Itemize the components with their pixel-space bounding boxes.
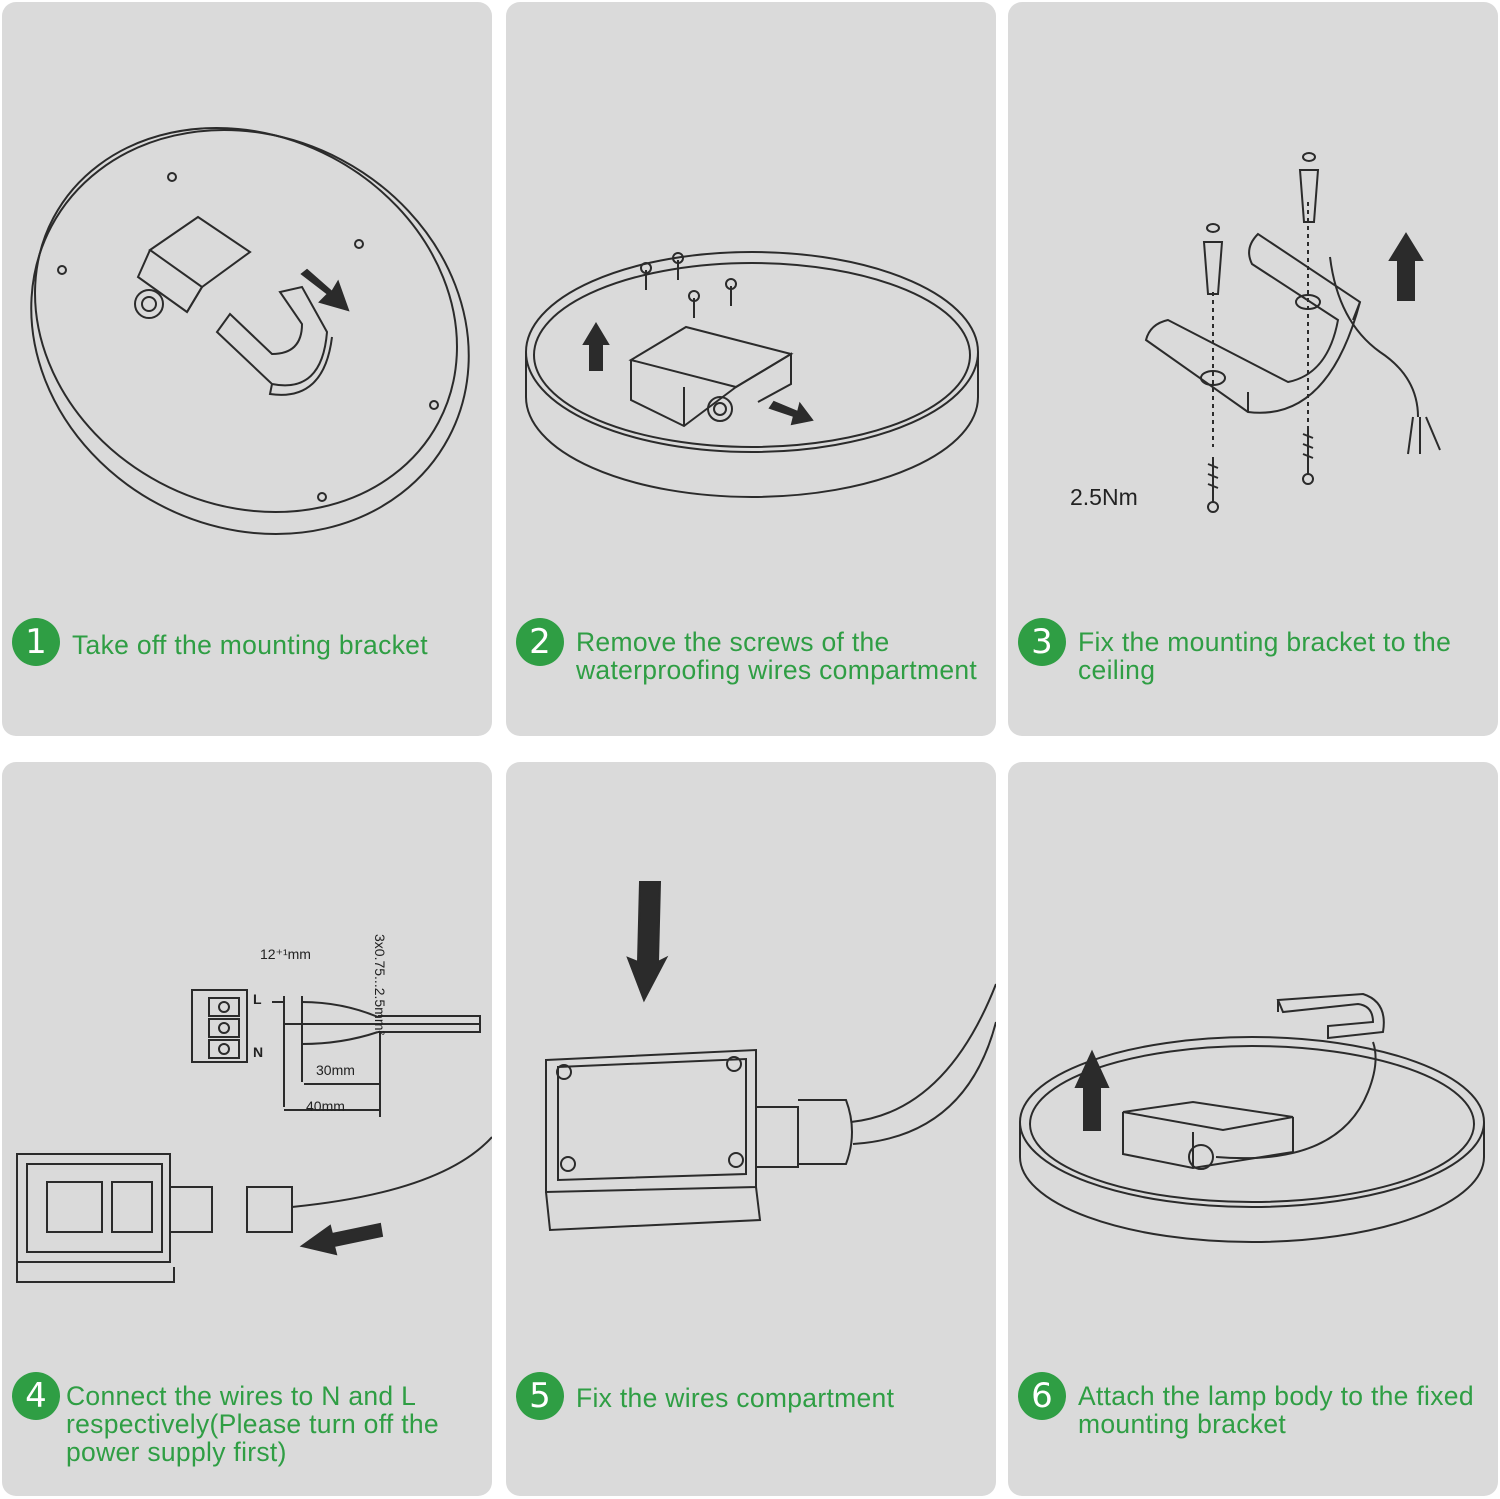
step-text: Take off the mounting bracket	[72, 630, 428, 660]
step-5-illustration	[506, 762, 996, 1362]
dimension-lines	[284, 1032, 380, 1117]
screw-hole	[168, 173, 176, 181]
cable	[284, 1002, 480, 1044]
terminal-block	[192, 990, 247, 1062]
step-number-badge: 4	[12, 1372, 60, 1420]
terminal-L-label: L	[253, 991, 262, 1007]
strip-length-label: 12⁺¹mm	[260, 946, 311, 962]
lamp-rim-inner	[1030, 1046, 1474, 1202]
step-3-panel: 2.5Nm 3 Fix the mounting bracket to the …	[1008, 2, 1498, 736]
wires-compartment	[631, 327, 791, 426]
step-5-panel: 5 Fix the wires compartment	[506, 762, 996, 1496]
step-text: Fix the mounting bracket to the ceiling	[1078, 627, 1452, 685]
power-cable	[1330, 257, 1418, 417]
step-text: Connect the wires to N and L respectivel…	[66, 1381, 439, 1467]
guide-line	[1213, 202, 1308, 447]
step-5-caption: 5 Fix the wires compartment	[516, 1372, 988, 1420]
screws	[1208, 427, 1313, 512]
step-4-caption: 4 Connect the wires to N and L respectiv…	[12, 1372, 484, 1466]
length-30-label: 30mm	[316, 1062, 355, 1078]
dimension-lines	[272, 996, 302, 1107]
step-3-caption: 3 Fix the mounting bracket to the ceilin…	[1018, 618, 1490, 684]
junction-box	[135, 217, 250, 318]
step-text: Attach the lamp body to the fixed mounti…	[1078, 1381, 1474, 1439]
arrow-left-icon	[302, 1224, 382, 1254]
arrow-up-icon	[1076, 1052, 1108, 1130]
step-number-badge: 6	[1018, 1372, 1066, 1420]
screw-hole	[355, 240, 363, 248]
cable-wires	[1408, 417, 1440, 454]
step-number-badge: 1	[12, 618, 60, 666]
screw-hole	[318, 493, 326, 501]
power-cable	[292, 1137, 492, 1207]
screws	[641, 253, 736, 318]
step-4-panel: 12⁺¹mm 30mm 40mm 3x0.75...2.5mm² L N 4 C…	[2, 762, 492, 1496]
cable-gland	[798, 1100, 852, 1164]
step-text: Fix the wires compartment	[576, 1383, 895, 1413]
step-1-caption: 1 Take off the mounting bracket	[12, 618, 484, 666]
step-3-illustration	[1008, 2, 1498, 602]
mounting-bracket	[1278, 994, 1384, 1038]
step-6-caption: 6 Attach the lamp body to the fixed moun…	[1018, 1372, 1490, 1438]
junction-box	[1123, 1102, 1293, 1169]
mounting-bracket	[1146, 234, 1360, 413]
lamp-rim-side	[526, 352, 978, 497]
step-4-illustration	[2, 762, 492, 1362]
step-2-illustration	[506, 2, 996, 602]
gland-thread	[756, 1107, 798, 1167]
mounting-bracket	[217, 287, 332, 395]
power-cable	[1216, 1042, 1376, 1158]
lamp-body-inner	[2, 55, 492, 585]
wall-plugs	[1204, 153, 1318, 294]
step-2-panel: 2 Remove the screws of the waterproofing…	[506, 2, 996, 736]
step-6-panel: 6 Attach the lamp body to the fixed moun…	[1008, 762, 1498, 1496]
arrow-up-icon	[1390, 234, 1422, 300]
step-number-badge: 5	[516, 1372, 564, 1420]
screw-hole	[58, 266, 66, 274]
wires-compartment	[17, 1154, 170, 1262]
step-6-illustration	[1008, 762, 1498, 1362]
arrow-icon	[770, 402, 812, 424]
step-number-badge: 2	[516, 618, 564, 666]
cable-gland	[247, 1187, 292, 1232]
arrow-down-icon	[628, 882, 666, 1000]
torque-label: 2.5Nm	[1070, 484, 1138, 510]
gland-thread	[170, 1187, 212, 1232]
wires-compartment	[546, 1050, 760, 1230]
lamp-rim-inner	[534, 263, 970, 447]
lamp-rim-side	[1020, 1122, 1484, 1242]
step-1-panel: 1 Take off the mounting bracket	[2, 2, 492, 736]
step-1-illustration	[2, 2, 492, 602]
step-text: Remove the screws of the waterproofing w…	[576, 627, 978, 685]
terminal-N-label: N	[253, 1044, 264, 1060]
power-cable	[851, 984, 996, 1122]
length-40-label: 40mm	[306, 1098, 345, 1114]
lamp-body-outer	[2, 54, 492, 602]
arrow-up-icon	[584, 324, 608, 370]
step-number-badge: 3	[1018, 618, 1066, 666]
screw-hole	[430, 401, 438, 409]
step-2-caption: 2 Remove the screws of the waterproofing…	[516, 618, 988, 684]
wire-spec-label: 3x0.75...2.5mm²	[372, 934, 388, 1036]
arrow-icon	[302, 270, 348, 310]
